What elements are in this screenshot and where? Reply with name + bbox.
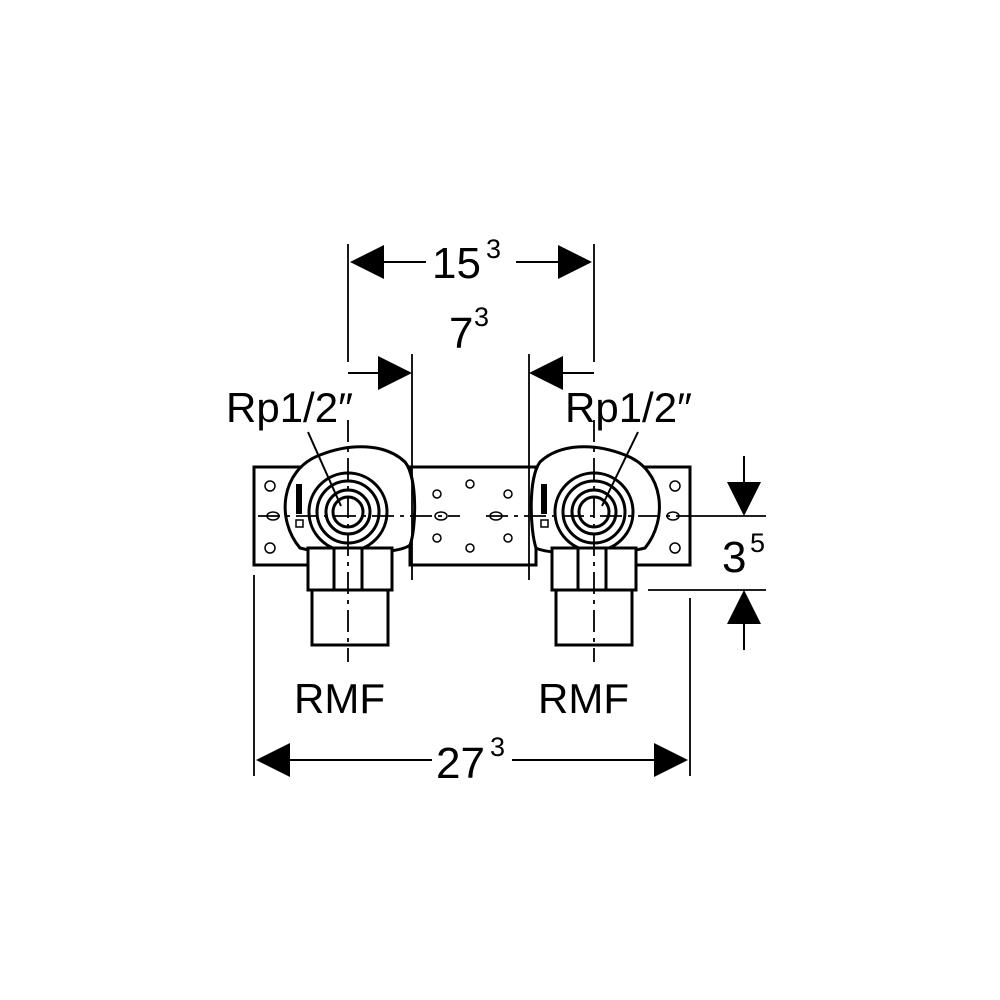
center-lines [258,420,690,662]
dimension-overall-width: 27 3 [256,732,688,788]
dimension-height-main: 3 [722,533,746,582]
right-elbow-fitting [529,445,661,647]
dimension-height: 3 5 [722,456,765,650]
leader-left [307,431,342,507]
dimension-top-span: 15 3 [350,234,592,288]
left-elbow-fitting [283,445,417,647]
dimension-overall-sup: 3 [490,732,505,762]
connector-label-left: RMF [294,675,385,722]
arrow-right-head [558,245,592,279]
dimension-overall-main: 27 [436,739,485,788]
thread-label-left: Rp1/2″ [226,384,353,431]
arrow-inner-right-head [529,356,563,390]
arrow-down-head [727,482,761,516]
extension-lines [253,244,766,776]
thread-label-right: Rp1/2″ [565,384,692,431]
thread-labels: Rp1/2″ Rp1/2″ [226,384,692,507]
dimension-inner-main: 7 [449,309,473,358]
arrow-inner-left-head [378,356,412,390]
left-brand-mark [295,484,304,528]
arrow-overall-right-head [654,743,688,777]
arrow-left-head [350,245,384,279]
dimension-top-main: 15 [432,239,481,288]
connector-labels: RMF RMF [294,675,629,722]
dimension-height-sup: 5 [750,528,765,558]
leader-right [601,431,639,507]
dimension-top-sup: 3 [486,234,501,264]
arrow-overall-left-head [256,743,290,777]
dimension-inner-sup: 3 [474,302,489,332]
dimension-inner-span: 7 3 [348,302,594,390]
right-brand-mark [540,484,549,528]
arrow-up-head [727,590,761,624]
connector-label-right: RMF [538,675,629,722]
